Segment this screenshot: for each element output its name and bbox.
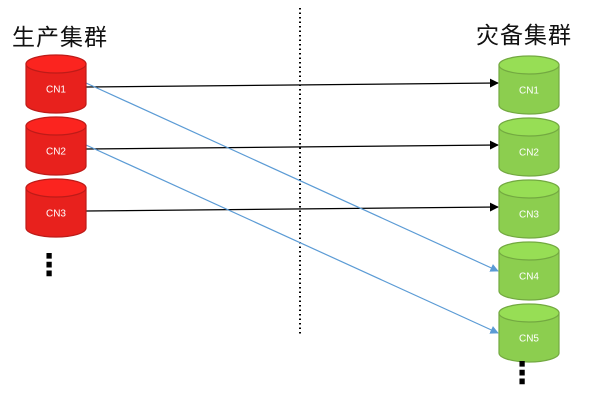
production-node-cn2-body — [25, 125, 87, 176]
dr-cluster-title: 灾备集群 — [476, 23, 572, 49]
dr-node-cn1: CN1 — [498, 55, 560, 115]
dr-more-indicator: ⋮ — [507, 356, 537, 391]
dr-node-cn1-label: CN1 — [519, 86, 539, 97]
production-node-cn2: CN2 — [25, 116, 87, 176]
link-cn2-to-cn5 — [85, 144, 499, 334]
dr-node-cn2: CN2 — [498, 117, 560, 177]
dr-node-cn3-label: CN3 — [519, 210, 539, 221]
dr-node-cn2-top — [498, 117, 560, 137]
dr-node-cn4: CN4 — [498, 241, 560, 301]
production-node-cn1-label: CN1 — [46, 85, 66, 96]
link-cn2-to-cn2 — [85, 140, 499, 150]
links-layer — [85, 78, 499, 334]
link-cn1-to-cn4 — [85, 82, 499, 272]
dr-node-cn5-body — [498, 312, 560, 363]
dr-node-cn2-label: CN2 — [519, 148, 539, 159]
production-cluster-title: 生产集群 — [12, 25, 108, 51]
dr-node-cn4-top — [498, 241, 560, 261]
dr-node-cn4-body — [498, 250, 560, 301]
production-node-cn2-label: CN2 — [46, 147, 66, 158]
production-node-cn1: CN1 — [25, 54, 87, 114]
link-cn1-to-cn1 — [85, 78, 499, 88]
dr-node-cn1-body — [498, 64, 560, 115]
link-cn3-to-cn3 — [85, 202, 499, 212]
dr-node-cn3: CN3 — [498, 179, 560, 239]
production-node-cn1-top — [25, 54, 87, 74]
dr-node-cn3-body — [498, 188, 560, 239]
production-node-cn3-label: CN3 — [46, 209, 66, 220]
dr-node-cn4-label: CN4 — [519, 272, 539, 283]
production-node-cn1-body — [25, 63, 87, 114]
dr-node-cn5: CN5 — [498, 303, 560, 363]
dr-node-cn5-label: CN5 — [519, 334, 539, 345]
dr-node-cn5-top — [498, 303, 560, 323]
production-node-cn3: CN3 — [25, 178, 87, 238]
production-node-cn3-body — [25, 187, 87, 238]
dr-node-cn3-top — [498, 179, 560, 199]
production-node-cn2-top — [25, 116, 87, 136]
production-node-cn3-top — [25, 178, 87, 198]
production-more-indicator: ⋮ — [34, 248, 64, 283]
dr-node-cn2-body — [498, 126, 560, 177]
dr-node-cn1-top — [498, 55, 560, 75]
